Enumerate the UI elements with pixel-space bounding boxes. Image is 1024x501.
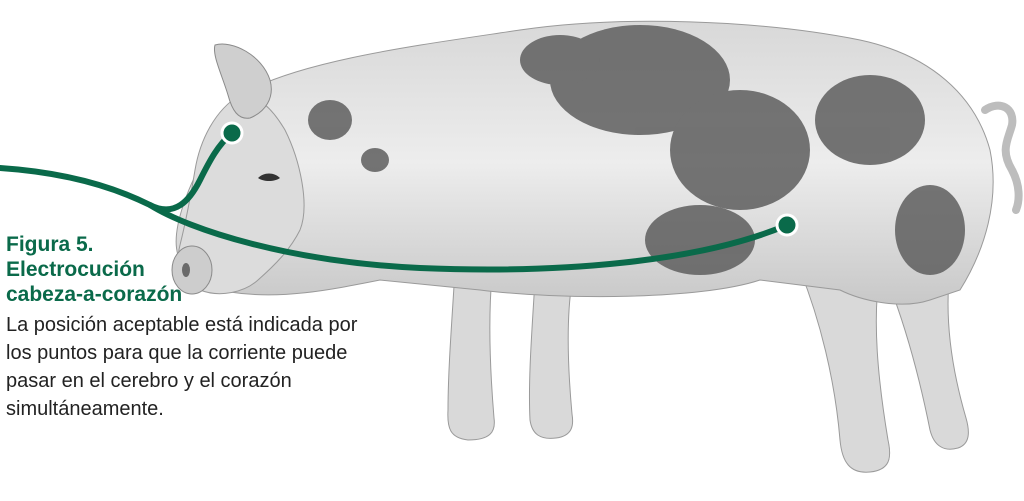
figure-description: La posición aceptable está indicada por … [6,314,358,420]
figure-title-line: Figura 5. [6,233,94,256]
pig-legs [447,261,969,473]
pig-head [171,43,305,295]
electrode-wires [0,130,790,273]
pig-tail [981,101,1023,214]
figure-title: Figura 5. Electrocución cabeza-a-corazón [6,232,366,307]
electrode-dot-icon [775,213,799,237]
figure-title-line: cabeza-a-corazón [6,283,183,306]
figure-caption: Figura 5. Electrocución cabeza-a-corazón… [6,232,366,423]
electrode-dot-icon [220,121,244,145]
figure-title-line: Electrocución [6,258,145,281]
